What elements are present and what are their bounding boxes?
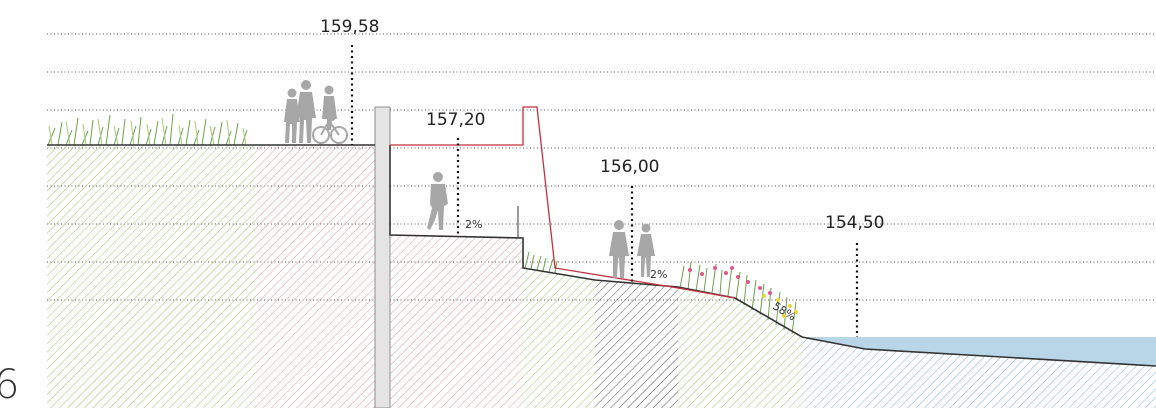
- ground-profile: [47, 144, 1156, 367]
- zone-dark-path: [595, 280, 678, 408]
- zone-green-upper: [47, 145, 255, 408]
- bicycle-rider-figure: [312, 85, 348, 144]
- retaining-wall: [374, 106, 391, 408]
- slope-label-walk: 2%: [465, 218, 482, 231]
- zone-red-path: [390, 235, 523, 408]
- person-figure: [296, 80, 316, 143]
- person-figure: [284, 88, 300, 143]
- elevation-label-bank: 157,20: [426, 110, 485, 130]
- elevation-label-water: 154,50: [825, 213, 884, 233]
- page-number: 6: [0, 362, 19, 408]
- slope-label-lower: 2%: [650, 268, 667, 281]
- person-figure: [637, 223, 655, 277]
- zone-green-slope: [678, 287, 802, 408]
- elevation-label-terrace: 156,00: [600, 157, 659, 177]
- people-group-top: [284, 80, 348, 144]
- zone-red-upper: [255, 145, 375, 408]
- proposed-profile-line: [390, 106, 736, 299]
- soil-zones: [47, 106, 1156, 408]
- wildflower-slope: [679, 261, 798, 335]
- people-group-terrace: [609, 220, 655, 278]
- level-guides: [47, 33, 1156, 301]
- zone-blue-riverbed: [802, 337, 1156, 408]
- elevation-label-top: 159,58: [320, 17, 379, 37]
- grass-top-left: [47, 113, 248, 146]
- water-body: [802, 337, 1156, 366]
- grass-mid: [524, 251, 558, 274]
- person-figure: [609, 220, 629, 278]
- zone-green-mid: [523, 268, 595, 408]
- jogger-figure: [427, 172, 448, 230]
